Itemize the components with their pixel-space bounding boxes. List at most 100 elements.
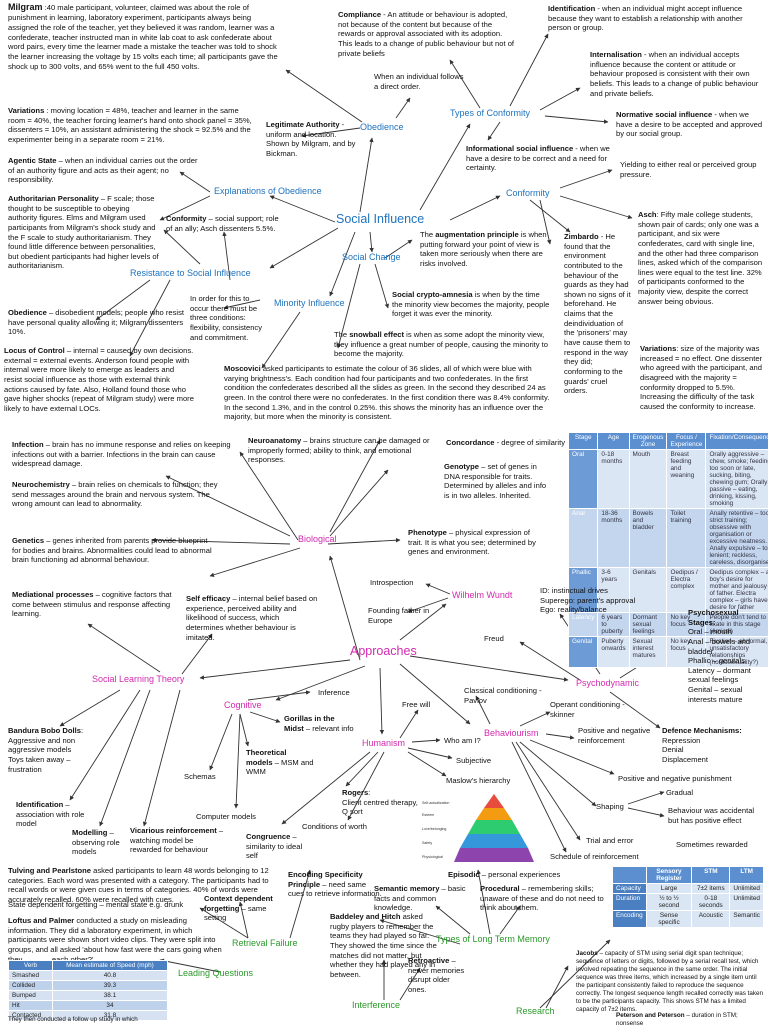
pyramid-label-5: Physiological [422,855,443,859]
development-table-cell: Orally aggressive – chew, smoke; feeding… [706,450,768,509]
loftus-table-cell: Collided [9,981,53,991]
theoretical-models-note: Theoretical models – MSM and WMM [246,748,314,777]
development-table-header-0: Stage [569,433,598,450]
agentic-note: Agentic State – when an individual carri… [8,156,198,185]
hub-behaviourism: Behaviourism [484,728,539,738]
hub-social-influence: Social Influence [336,212,424,226]
jacobs-note: Jacobs – capacity of STM using serial di… [576,950,764,1014]
congruence-note: Congruence – similarity to ideal self [246,832,310,861]
hub-research: Research [516,1006,555,1016]
procedural-note: Procedural – remembering skills; unaware… [480,884,608,913]
snowball-note: The snowball effect is when as some adop… [334,330,560,359]
memory-table-header-2: STM [692,867,730,884]
maslow-note: Maslow's hierarchy [446,776,510,786]
hub-cognitive: Cognitive [224,700,262,710]
gradual-note: Gradual [666,788,693,798]
defence-mechanisms-note: Defence Mechanisms:Repression Denial Dis… [662,726,762,765]
development-table-cell: Puberty onwards [598,637,629,668]
loftus-table-cell: 39.3 [52,981,167,991]
id-superego-ego-note: ID: instinctual drives Superego: parent'… [540,586,676,615]
hub-biological: Biological [298,534,337,544]
memory-table-header-0 [613,867,647,884]
development-table-cell: 0-18 months [598,450,629,509]
schemas-note: Schemas [184,772,216,782]
development-table-cell: Latency [569,613,598,637]
asch-note: Asch: Fifty male college students, shown… [638,210,764,306]
memory-table-cell: Large [646,884,692,894]
pyramid-label-1: Self-actualization [422,801,449,805]
infection-note: Infection – brain has no immune response… [12,440,240,469]
development-table-cell: Oedipus complex – a boy's desire for mot… [706,568,768,613]
development-table-cell: Bowels and bladder [629,509,667,568]
psychosexual-note: Psychosexual Stages:Oral – mouth Anal – … [688,608,764,704]
variations-note: Variations : moving location = 48%, teac… [8,106,258,145]
shaping-note: Shaping [596,802,624,812]
subjective-note: Subjective [456,756,491,766]
development-table-header-1: Age [598,433,629,450]
hub-minority-influence: Minority Influence [274,298,345,308]
episodic-note: Episodic – personal experiences [448,870,568,880]
zimbardo-note: Zimbardo - He found that the environment… [564,232,632,396]
follow-up-note: They then conducted a follow up study in… [8,1016,208,1024]
memory-table-header-3: LTM [730,867,764,884]
direct-order-note: When an individual follows a direct orde… [374,72,464,91]
memory-table-header-1: Sensory Register [646,867,692,884]
loftus-note: Loftus and Palmer conducted a study on m… [8,916,226,964]
positive-negative-punishment-note: Positive and negative punishment [618,774,732,784]
development-table-cell: Oral [569,450,598,509]
hub-approaches: Approaches [350,644,417,658]
peterson-note: Peterson and Peterson – duration in STM;… [616,1012,764,1028]
authoritarian-note: Authoritarian Personality – F scale; tho… [8,194,160,271]
memory-table-cell: 7±2 items [692,884,730,894]
introspection-note: Introspection [370,578,440,588]
pyramid-level-5 [454,848,534,862]
hub-psychodynamic: Psychodynamic [576,678,639,688]
development-table-cell: Anal [569,509,598,568]
loftus-table-header-1: Mean estimate of Speed (mph) [52,961,167,971]
hub-social-learning-theory: Social Learning Theory [92,674,184,684]
development-table-cell: Mouth [629,450,667,509]
phenotype-note: Phenotype – physical expression of trait… [408,528,536,557]
neurochemistry-note: Neurochemistry – brain relies on chemica… [12,480,224,509]
inference-note: Inference [318,688,350,698]
identification-slt-note: Identification – association with role m… [16,800,86,829]
development-table-header-4: Fixation/Consequence [706,433,768,450]
genotype-note: Genotype – set of genes in DNA responsib… [444,462,548,501]
conditions-of-worth-note: Conditions of worth [302,822,367,832]
identification-note: Identification - when an individual migh… [548,4,762,33]
rogers-note: Rogers: Client centred therapy, Q sort [342,788,422,817]
memory-table-cell: Semantic [730,911,764,928]
normative-note: Normative social influence - when we hav… [616,110,764,139]
hub-humanism: Humanism [362,738,405,748]
hub-social-change: Social Change [342,252,401,262]
obedience-resistance-note: Obedience – disobedient models; people w… [8,308,188,337]
crypto-amnesia-note: Social crypto-amnesia is when by the tim… [392,290,552,319]
modelling-note: Modelling – observing role models [72,828,132,857]
founding-father-note: Founding father in Europe [368,606,436,625]
semantic-note: Semantic memory – basic facts and common… [374,884,466,913]
hub-conformity: Conformity [506,188,550,198]
loftus-table-cell: 38.1 [52,991,167,1001]
development-table-cell: Dormant sexual feelings [629,613,667,637]
gorillas-note: Gorillas in the Midst – relevant info [284,714,356,733]
pyramid-level-3 [468,820,520,834]
hub-types-ltm: Types of Long Term Memory [436,934,550,944]
memory-table-cell: Unlimited [730,894,764,911]
freud-note: Freud [484,634,504,644]
trial-error-note: Trial and error [586,836,633,846]
loftus-table-cell: Hit [9,1001,53,1011]
memory-table-cell: Acoustic [692,911,730,928]
asch-variations-note: Variations: size of the majority was inc… [640,344,764,411]
pyramid-label-2: Esteem [422,813,434,817]
sometimes-rewarded-note: Sometimes rewarded [676,840,748,850]
informational-note: Informational social influence - when we… [466,144,612,173]
hub-types-of-conformity: Types of Conformity [450,108,530,118]
positive-negative-reinforcement-note: Positive and negative reinforcement [578,726,654,745]
development-table-cell: Breast feeding and weaning [667,450,706,509]
memory-table-cell: Sense specific [646,911,692,928]
pyramid-label-4: Safety [422,841,432,845]
